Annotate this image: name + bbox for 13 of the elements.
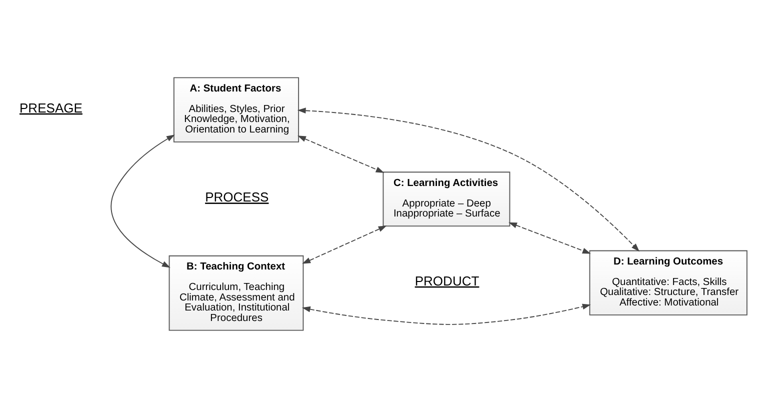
arrow xyxy=(302,226,387,264)
node-box: D: Learning Outcomes Quantitative: Facts, Skills Qualitative: Structure, Transfer Affective: Motivational xyxy=(589,250,748,316)
arrow xyxy=(302,304,591,325)
node-box: A: Student Factors Abilities, Styles, Prior Knowledge, Motivation, Orientation to Learning xyxy=(173,77,300,142)
arrow xyxy=(508,222,591,254)
label: PRESAGE xyxy=(20,100,82,116)
node-box: C: Learning Activities Appropriate – Deep Inappropriate – Surface xyxy=(382,172,510,227)
node-box: B: Teaching Context Curriculum, Teaching Climate, Assessment and Evaluation, Institutional Procedures xyxy=(168,255,304,331)
arrow xyxy=(297,108,640,252)
label: PRODUCT xyxy=(414,273,480,288)
label: PROCESS xyxy=(205,190,269,205)
arrow xyxy=(298,136,384,173)
arrow xyxy=(110,134,175,268)
